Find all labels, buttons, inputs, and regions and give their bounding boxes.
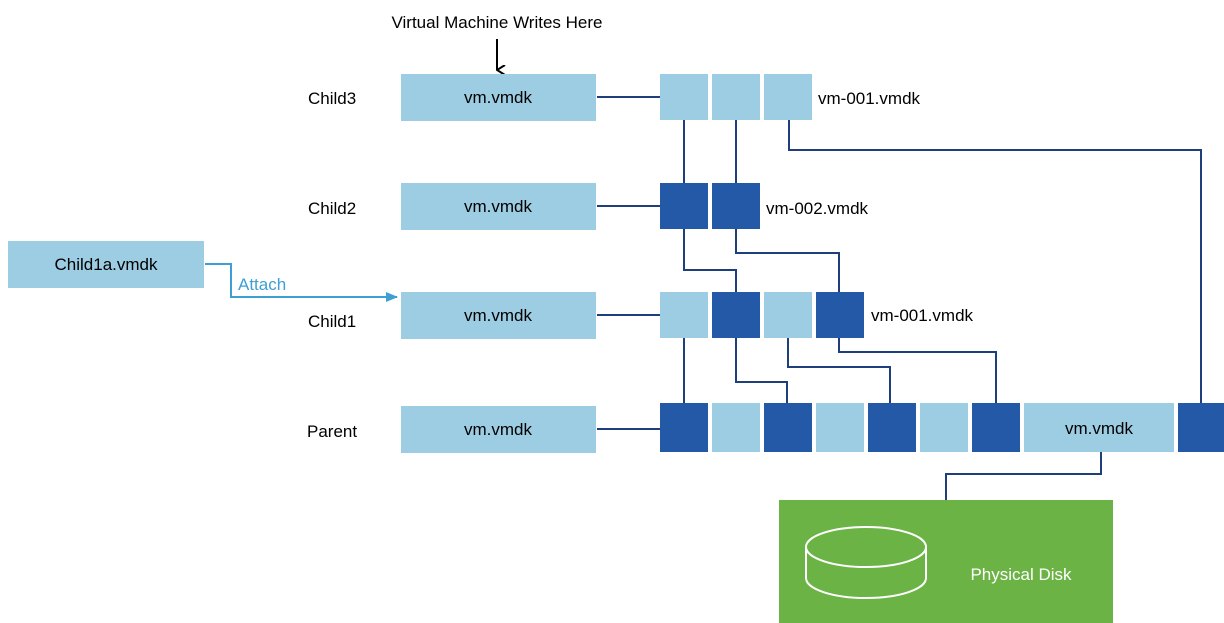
child1-block-1 <box>660 292 708 338</box>
child2-vmdk-box[interactable]: vm.vmdk <box>401 183 596 230</box>
parent-block-1 <box>660 403 708 452</box>
c2-b2-link <box>735 229 840 292</box>
child1-delta-label: vm-001.vmdk <box>871 306 974 325</box>
row-label-child3: Child3 <box>308 89 356 108</box>
parent-vmdk-box[interactable]: vm.vmdk <box>401 406 596 453</box>
parent-disk-link <box>945 452 1102 500</box>
row-label-parent: Parent <box>307 422 357 441</box>
child2-block-2 <box>712 183 760 229</box>
child3-block-2 <box>712 74 760 120</box>
c1-b4-link <box>838 338 997 403</box>
child1a-disk-box[interactable]: Child1a.vmdk <box>8 241 204 288</box>
parent-block-3 <box>764 403 812 452</box>
child1-vmdk-box[interactable]: vm.vmdk <box>401 292 596 339</box>
child2-delta-blocks <box>660 183 760 229</box>
child3-vmdk-label: vm.vmdk <box>464 88 533 107</box>
attach-arrow <box>205 263 398 302</box>
physical-disk[interactable]: Physical Disk <box>779 500 1113 623</box>
parent-base-block <box>1024 403 1174 452</box>
child1-delta-blocks <box>660 292 864 338</box>
attach-label: Attach <box>238 275 286 294</box>
child1-block-2 <box>712 292 760 338</box>
parent-blocks <box>660 403 1224 452</box>
c1-b2-link <box>735 338 788 403</box>
c3-b3-link <box>788 120 1202 403</box>
c2-b1-link <box>683 229 737 292</box>
child1-vmdk-label: vm.vmdk <box>464 306 533 325</box>
c1-b3-link <box>787 338 891 403</box>
child1-block-4 <box>816 292 864 338</box>
child3-delta-label: vm-001.vmdk <box>818 89 921 108</box>
child3-block-1 <box>660 74 708 120</box>
parent-block-4 <box>816 403 864 452</box>
parent-vmdk-label: vm.vmdk <box>464 420 533 439</box>
child3-delta-blocks <box>660 74 812 120</box>
child3-vmdk-box[interactable]: vm.vmdk <box>401 74 596 121</box>
row-label-child2: Child2 <box>308 199 356 218</box>
disk-cylinder-icon <box>805 526 927 599</box>
vm-writes-here-label: Virtual Machine Writes Here <box>391 13 602 32</box>
parent-block-7 <box>972 403 1020 452</box>
connectors <box>597 96 1202 500</box>
child1-block-3 <box>764 292 812 338</box>
parent-block-2 <box>712 403 760 452</box>
child2-block-1 <box>660 183 708 229</box>
child2-delta-label: vm-002.vmdk <box>766 199 869 218</box>
child1a-disk-label: Child1a.vmdk <box>55 255 158 274</box>
child2-vmdk-label: vm.vmdk <box>464 197 533 216</box>
parent-block-6 <box>920 403 968 452</box>
parent-block-8 <box>1178 403 1224 452</box>
physical-disk-label: Physical Disk <box>970 565 1072 584</box>
child3-block-3 <box>764 74 812 120</box>
row-label-child1: Child1 <box>308 312 356 331</box>
parent-block-5 <box>868 403 916 452</box>
parent-base-label: vm.vmdk <box>1065 419 1134 438</box>
